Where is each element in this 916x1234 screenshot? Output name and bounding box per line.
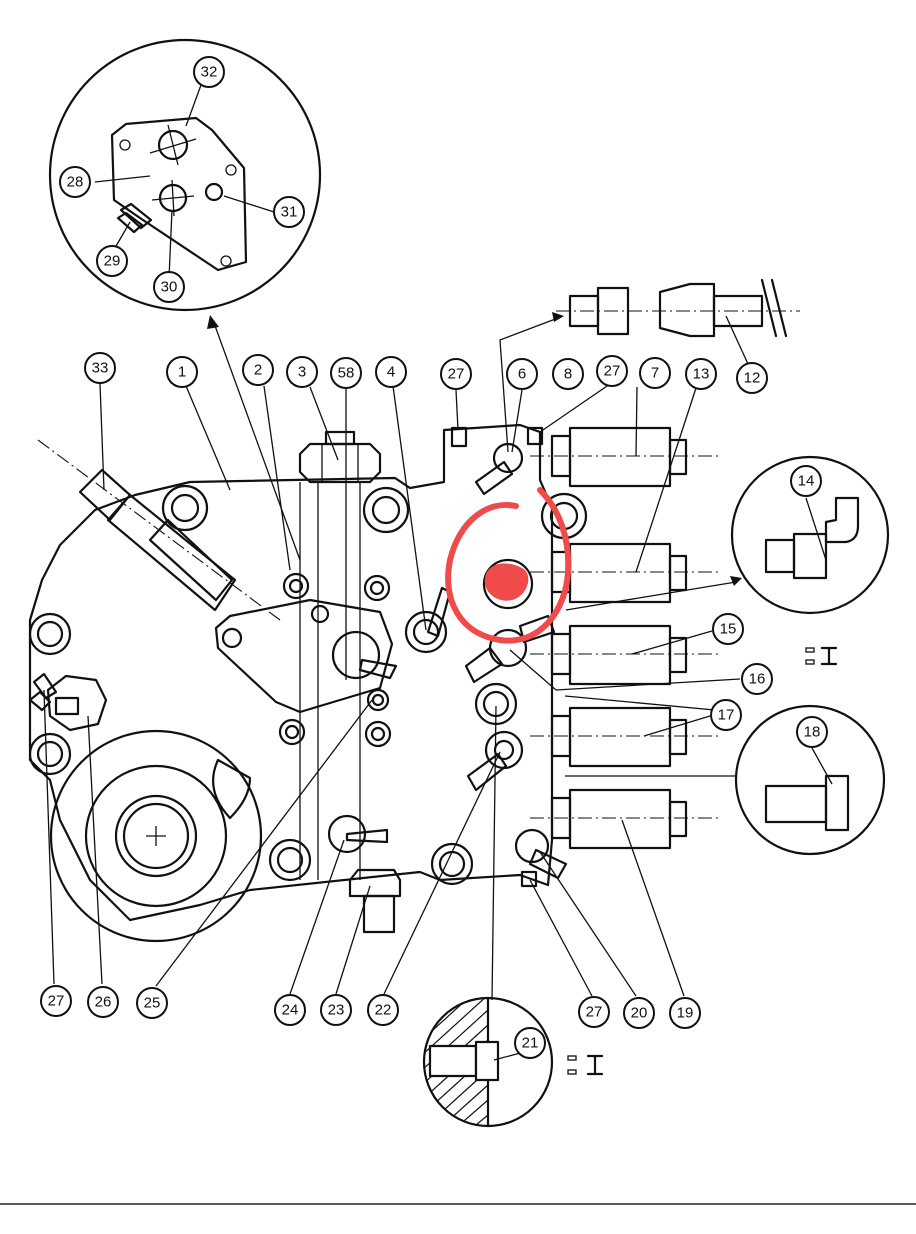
callout-30: 30 (153, 271, 185, 303)
svg-text:23: 23 (328, 1002, 345, 1019)
svg-text:27: 27 (586, 1004, 603, 1021)
callout-26: 26 (87, 986, 119, 1018)
callout-25: 25 (136, 987, 168, 1019)
fitting-33 (37, 439, 281, 621)
callout-29: 29 (96, 245, 128, 277)
pump-boss (49, 729, 263, 943)
callout-33: 33 (84, 352, 116, 384)
cover-plate-2 (214, 598, 398, 714)
callout-31: 31 (273, 196, 305, 228)
callout-3: 3 (286, 356, 318, 388)
svg-text:19: 19 (677, 1005, 694, 1022)
detail-view-top (48, 38, 322, 312)
svg-text:16: 16 (749, 671, 766, 688)
fitting-23 (348, 868, 402, 934)
leader-lines (43, 84, 833, 1061)
svg-text:15: 15 (720, 621, 737, 638)
svg-text:27: 27 (48, 993, 65, 1010)
detail-view-18 (734, 704, 886, 856)
svg-text:27: 27 (448, 366, 465, 383)
svg-text:1: 1 (178, 364, 186, 381)
svg-text:26: 26 (95, 994, 112, 1011)
svg-text:6: 6 (518, 366, 526, 383)
svg-text:21: 21 (522, 1035, 539, 1052)
tool-symbol-marks (567, 646, 838, 1076)
callout-23: 23 (320, 994, 352, 1026)
svg-text:25: 25 (144, 995, 161, 1012)
svg-text:33: 33 (92, 360, 109, 377)
valve-block-body (28, 423, 554, 922)
detail-view-14 (730, 455, 890, 615)
callout-8: 8 (552, 358, 584, 390)
svg-text:8: 8 (564, 366, 572, 383)
callout-17: 17 (710, 699, 742, 731)
callout-4: 4 (375, 356, 407, 388)
svg-text:30: 30 (161, 279, 178, 296)
svg-text:12: 12 (744, 370, 761, 387)
svg-text:2: 2 (254, 362, 262, 379)
callout-27-left: 27 (40, 985, 72, 1017)
svg-text:29: 29 (104, 253, 121, 270)
callout-24: 24 (274, 994, 306, 1026)
callout-2: 2 (242, 354, 274, 386)
callout-7: 7 (639, 357, 671, 389)
svg-text:24: 24 (282, 1002, 299, 1019)
callout-6: 6 (506, 358, 538, 390)
callout-13: 13 (685, 358, 717, 390)
hex-nut-3 (298, 430, 382, 484)
callout-1: 1 (166, 356, 198, 388)
svg-text:20: 20 (631, 1005, 648, 1022)
callout-32: 32 (193, 56, 225, 88)
solenoid-valves (530, 426, 720, 850)
svg-text:7: 7 (651, 365, 659, 382)
callout-18: 18 (796, 716, 828, 748)
callout-27-top-right: 27 (596, 355, 628, 387)
callout-20: 20 (623, 997, 655, 1029)
svg-text:3: 3 (298, 364, 306, 381)
svg-text:14: 14 (798, 473, 815, 490)
svg-text:4: 4 (387, 364, 395, 381)
svg-text:32: 32 (201, 64, 218, 81)
svg-text:31: 31 (281, 204, 298, 221)
svg-text:58: 58 (338, 365, 355, 382)
callout-21: 21 (514, 1027, 546, 1059)
fittings-top-right (556, 278, 800, 338)
svg-text:18: 18 (804, 724, 821, 741)
callout-28: 28 (59, 166, 91, 198)
svg-text:17: 17 (718, 707, 735, 724)
svg-text:13: 13 (693, 366, 710, 383)
callout-15: 15 (712, 613, 744, 645)
callout-14: 14 (790, 465, 822, 497)
callout-labels: 32 28 31 29 30 33 1 2 3 58 4 27 6 8 27 7… (40, 56, 828, 1059)
plug-fittings-27 (28, 426, 544, 888)
bolt-heads (28, 442, 588, 886)
callout-27-top: 27 (440, 358, 472, 390)
svg-text:22: 22 (375, 1002, 392, 1019)
callout-27-bottom: 27 (578, 996, 610, 1028)
red-annotation-circle (445, 487, 572, 644)
callout-58: 58 (330, 357, 362, 389)
callout-16: 16 (741, 663, 773, 695)
svg-text:27: 27 (604, 363, 621, 380)
callout-22: 22 (367, 994, 399, 1026)
svg-text:28: 28 (67, 174, 84, 191)
callout-19: 19 (669, 997, 701, 1029)
callout-12: 12 (736, 362, 768, 394)
